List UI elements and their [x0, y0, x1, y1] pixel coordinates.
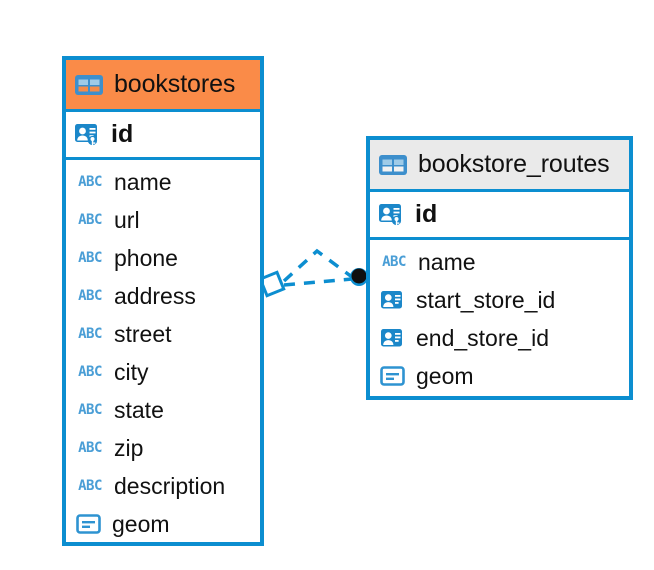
abc-icon: ABC: [78, 250, 102, 266]
entity-table-bookstores[interactable]: bookstores id: [62, 56, 264, 546]
field-row-geom[interactable]: geom: [370, 357, 629, 395]
entity-header-bookstore-routes[interactable]: bookstore_routes: [370, 140, 629, 192]
abc-icon: ABC: [382, 254, 406, 270]
entity-title: bookstores: [114, 70, 236, 98]
field-row-primary-key[interactable]: id: [66, 112, 260, 160]
field-row-name[interactable]: ABC name: [66, 163, 260, 201]
field-row-zip[interactable]: ABC zip: [66, 429, 260, 467]
field-label: street: [114, 320, 172, 347]
primary-key-icon: [378, 202, 406, 228]
field-row-url[interactable]: ABC url: [66, 201, 260, 239]
abc-icon: ABC: [78, 478, 102, 494]
field-label: phone: [114, 244, 178, 271]
foreign-key-icon: [379, 326, 407, 350]
relationship-line-upper: [282, 248, 354, 283]
field-label: end_store_id: [416, 324, 549, 351]
abc-icon: ABC: [78, 364, 102, 380]
field-row-name[interactable]: ABC name: [370, 243, 629, 281]
geometry-icon: [75, 512, 103, 536]
table-icon: [378, 153, 408, 177]
field-list-bookstore-routes: ABC name start_store_id: [370, 240, 629, 395]
field-row-city[interactable]: ABC city: [66, 353, 260, 391]
field-label: url: [114, 206, 140, 233]
field-label: start_store_id: [416, 286, 556, 313]
abc-icon: ABC: [78, 212, 102, 228]
field-row-state[interactable]: ABC state: [66, 391, 260, 429]
field-label: state: [114, 396, 164, 423]
relationship-line-lower: [283, 277, 353, 287]
field-label: name: [418, 248, 476, 275]
abc-icon: ABC: [78, 288, 102, 304]
foreign-key-icon: [379, 288, 407, 312]
field-row-primary-key[interactable]: id: [370, 192, 629, 240]
abc-icon: ABC: [78, 174, 102, 190]
field-label: name: [114, 168, 172, 195]
field-row-end-store-id[interactable]: end_store_id: [370, 319, 629, 357]
primary-key-icon: [74, 122, 102, 148]
field-label: id: [415, 200, 438, 228]
field-row-geom[interactable]: geom: [66, 505, 260, 543]
field-label: geom: [416, 362, 474, 389]
field-label: geom: [112, 510, 170, 537]
field-list-bookstores: ABC name ABC url ABC phone ABC address A…: [66, 160, 260, 543]
field-label: zip: [114, 434, 144, 461]
field-label: city: [114, 358, 149, 385]
entity-table-bookstore-routes[interactable]: bookstore_routes id: [366, 136, 633, 400]
field-row-phone[interactable]: ABC phone: [66, 239, 260, 277]
abc-icon: ABC: [78, 402, 102, 418]
field-row-description[interactable]: ABC description: [66, 467, 260, 505]
field-label: id: [111, 120, 134, 148]
entity-title: bookstore_routes: [418, 150, 610, 178]
geometry-icon: [379, 364, 407, 388]
field-label: description: [114, 472, 226, 499]
field-label: address: [114, 282, 196, 309]
abc-icon: ABC: [78, 326, 102, 342]
abc-icon: ABC: [78, 440, 102, 456]
field-row-address[interactable]: ABC address: [66, 277, 260, 315]
field-row-street[interactable]: ABC street: [66, 315, 260, 353]
field-row-start-store-id[interactable]: start_store_id: [370, 281, 629, 319]
entity-header-bookstores[interactable]: bookstores: [66, 60, 260, 112]
table-icon: [74, 73, 104, 97]
